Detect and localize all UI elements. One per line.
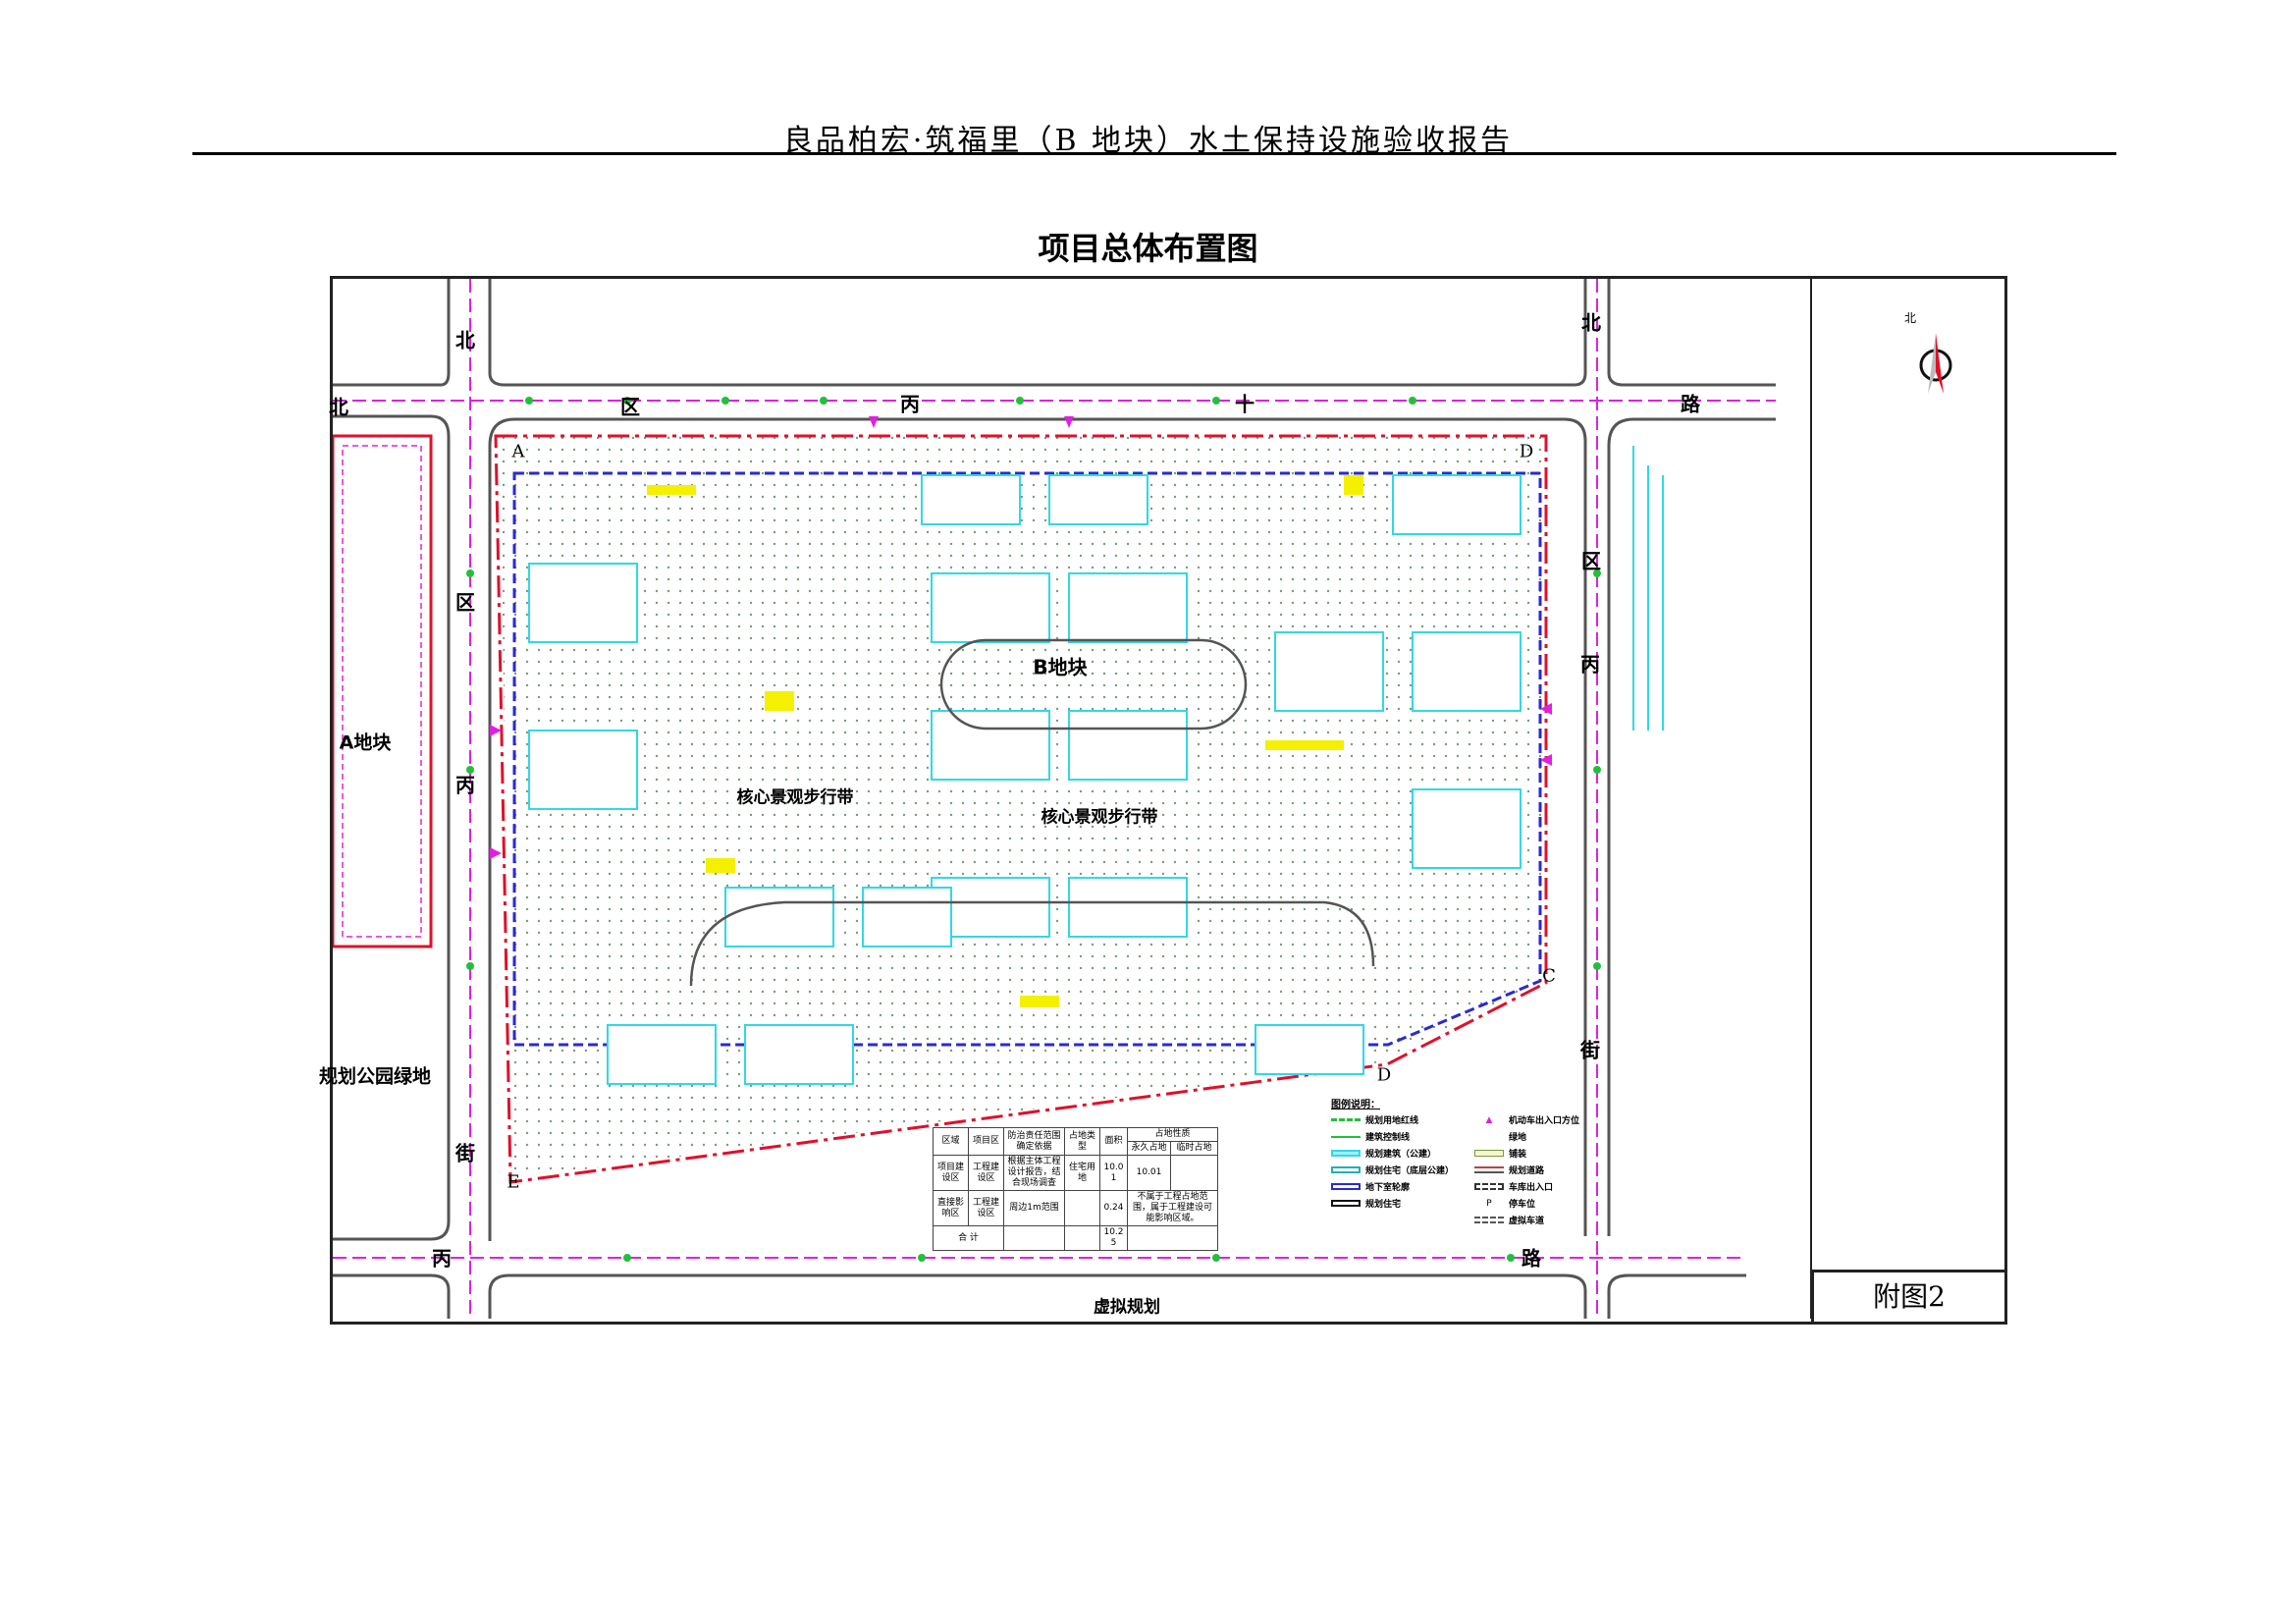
site-plan-drawing bbox=[333, 279, 1952, 1319]
corner-marker: C bbox=[1542, 965, 1556, 987]
block-a-label: A地块 bbox=[339, 731, 392, 754]
legend-item: ▲机动车出入口方位 bbox=[1485, 1114, 1580, 1127]
table-row: 项目建设区 工程建设区 根据主体工程设计报告，结合现场调查 住宅用地 10.01… bbox=[933, 1155, 1219, 1191]
table-cell: 项目建设区 bbox=[933, 1155, 969, 1191]
table-cell: 直接影响区 bbox=[933, 1190, 969, 1226]
road-label: 路 bbox=[1681, 392, 1700, 416]
table-cell: 根据主体工程设计报告，结合现场调查 bbox=[1003, 1155, 1065, 1191]
table-subheader: 临时占地 bbox=[1169, 1141, 1219, 1156]
legend-item: 建筑控制线 bbox=[1331, 1128, 1468, 1145]
table-cell: 合 计 bbox=[933, 1225, 1004, 1251]
corner-marker: D bbox=[1376, 1064, 1392, 1086]
legend-item: 规划住宅 bbox=[1331, 1195, 1468, 1212]
road-label: 北 bbox=[1581, 310, 1601, 335]
road-label: 丙 bbox=[900, 392, 920, 416]
attachment-label: 附图2 bbox=[1811, 1270, 2004, 1322]
elevation-points bbox=[466, 397, 1601, 1262]
legend-item: 规划用地红线 bbox=[1331, 1111, 1468, 1128]
table-header: 区域 bbox=[933, 1127, 969, 1156]
legend-item: 车库出入口 bbox=[1474, 1178, 1588, 1195]
table-cell: 0.24 bbox=[1099, 1190, 1128, 1226]
core-walk-label: 核心景观步行带 bbox=[736, 787, 854, 808]
legend-item: 规划住宅（底层公建） bbox=[1331, 1162, 1468, 1178]
table-header: 占地类型 bbox=[1064, 1127, 1100, 1156]
table-cell: 10.25 bbox=[1099, 1225, 1128, 1251]
north-arrow-icon bbox=[1919, 333, 1952, 394]
header-divider bbox=[192, 152, 2116, 155]
road-label: 丙 bbox=[455, 773, 475, 797]
site-boundary bbox=[494, 434, 1548, 1184]
entrance-arrows bbox=[490, 416, 1552, 859]
road-label: 十 bbox=[1235, 392, 1255, 416]
core-walk-label: 核心景观步行带 bbox=[1041, 807, 1158, 828]
legend-item: 绿地 bbox=[1509, 1133, 1527, 1143]
block-b-label: B地块 bbox=[1033, 655, 1088, 679]
road-label: 丙 bbox=[1580, 652, 1600, 677]
legend: 图例说明： 规划用地红线 建筑控制线 规划建筑（公建） 规划住宅（底层公建） 地… bbox=[1331, 1096, 1588, 1229]
corner-marker: A bbox=[511, 441, 525, 462]
table-cell: 工程建设区 bbox=[968, 1155, 1004, 1191]
block-b-loop bbox=[939, 638, 1248, 731]
table-cell bbox=[1064, 1190, 1100, 1226]
north-label: 北 bbox=[1904, 311, 1917, 325]
table-header: 项目区 bbox=[968, 1127, 1004, 1156]
table-cell: 10.01 bbox=[1127, 1155, 1171, 1191]
road-edges bbox=[333, 279, 1776, 1319]
legend-item: 规划建筑（公建） bbox=[1331, 1145, 1468, 1162]
table-cell: 住宅用地 bbox=[1064, 1155, 1100, 1191]
legend-item: 地下室轮廓 bbox=[1331, 1178, 1468, 1195]
road-label: 街 bbox=[1580, 1038, 1600, 1062]
road-label: 区 bbox=[620, 395, 640, 419]
legend-item: 规划道路 bbox=[1474, 1162, 1588, 1178]
road-label: 北 bbox=[329, 395, 348, 419]
drawing-frame bbox=[330, 276, 2007, 1325]
site-green-area bbox=[500, 436, 1544, 1179]
road-label: 街 bbox=[455, 1141, 475, 1165]
road-label: 北 bbox=[455, 328, 475, 352]
virtual-plan-label: 虚拟规划 bbox=[1094, 1297, 1160, 1318]
table-cell bbox=[1169, 1155, 1219, 1191]
park-label: 规划公园绿地 bbox=[318, 1065, 432, 1088]
road-label: 路 bbox=[1522, 1246, 1541, 1271]
table-subheader: 永久占地 bbox=[1127, 1141, 1171, 1156]
table-cell: 周边1m范围 bbox=[1003, 1190, 1065, 1226]
level-markers bbox=[647, 475, 1363, 1007]
table-header: 面积 bbox=[1099, 1127, 1128, 1156]
corner-marker: D bbox=[1519, 441, 1534, 462]
table-cell: 工程建设区 bbox=[968, 1190, 1004, 1226]
basement-outline bbox=[512, 471, 1542, 1047]
corner-marker: E bbox=[507, 1171, 520, 1193]
block-a-outline bbox=[333, 434, 433, 948]
legend-title: 图例说明： bbox=[1331, 1100, 1380, 1110]
road-label: 丙 bbox=[432, 1246, 452, 1271]
table-header: 防治责任范围确定依据 bbox=[1003, 1127, 1065, 1156]
buildings bbox=[528, 474, 1522, 1085]
road-label: 区 bbox=[1581, 549, 1601, 573]
right-cyan-lines bbox=[1632, 446, 1664, 731]
road-label: 区 bbox=[455, 590, 475, 615]
legend-item: 虚拟车道 bbox=[1474, 1212, 1588, 1228]
responsibility-scope-table: 区域 项目区 防治责任范围确定依据 占地类型 面积 占地性质 永久占地 临时占地… bbox=[933, 1127, 1219, 1251]
table-cell: 不属于工程占地范围，属于工程建设可能影响区域。 bbox=[1126, 1190, 1219, 1226]
legend-item: 铺装 bbox=[1474, 1145, 1588, 1162]
table-total-row: 合 计 10.25 bbox=[933, 1225, 1219, 1251]
table-row: 直接影响区 工程建设区 周边1m范围 0.24 不属于工程占地范围，属于工程建设… bbox=[933, 1190, 1219, 1226]
table-cell: 10.01 bbox=[1099, 1155, 1128, 1191]
figure-title: 项目总体布置图 bbox=[1038, 230, 1258, 267]
table-header: 占地性质 bbox=[1126, 1127, 1219, 1142]
